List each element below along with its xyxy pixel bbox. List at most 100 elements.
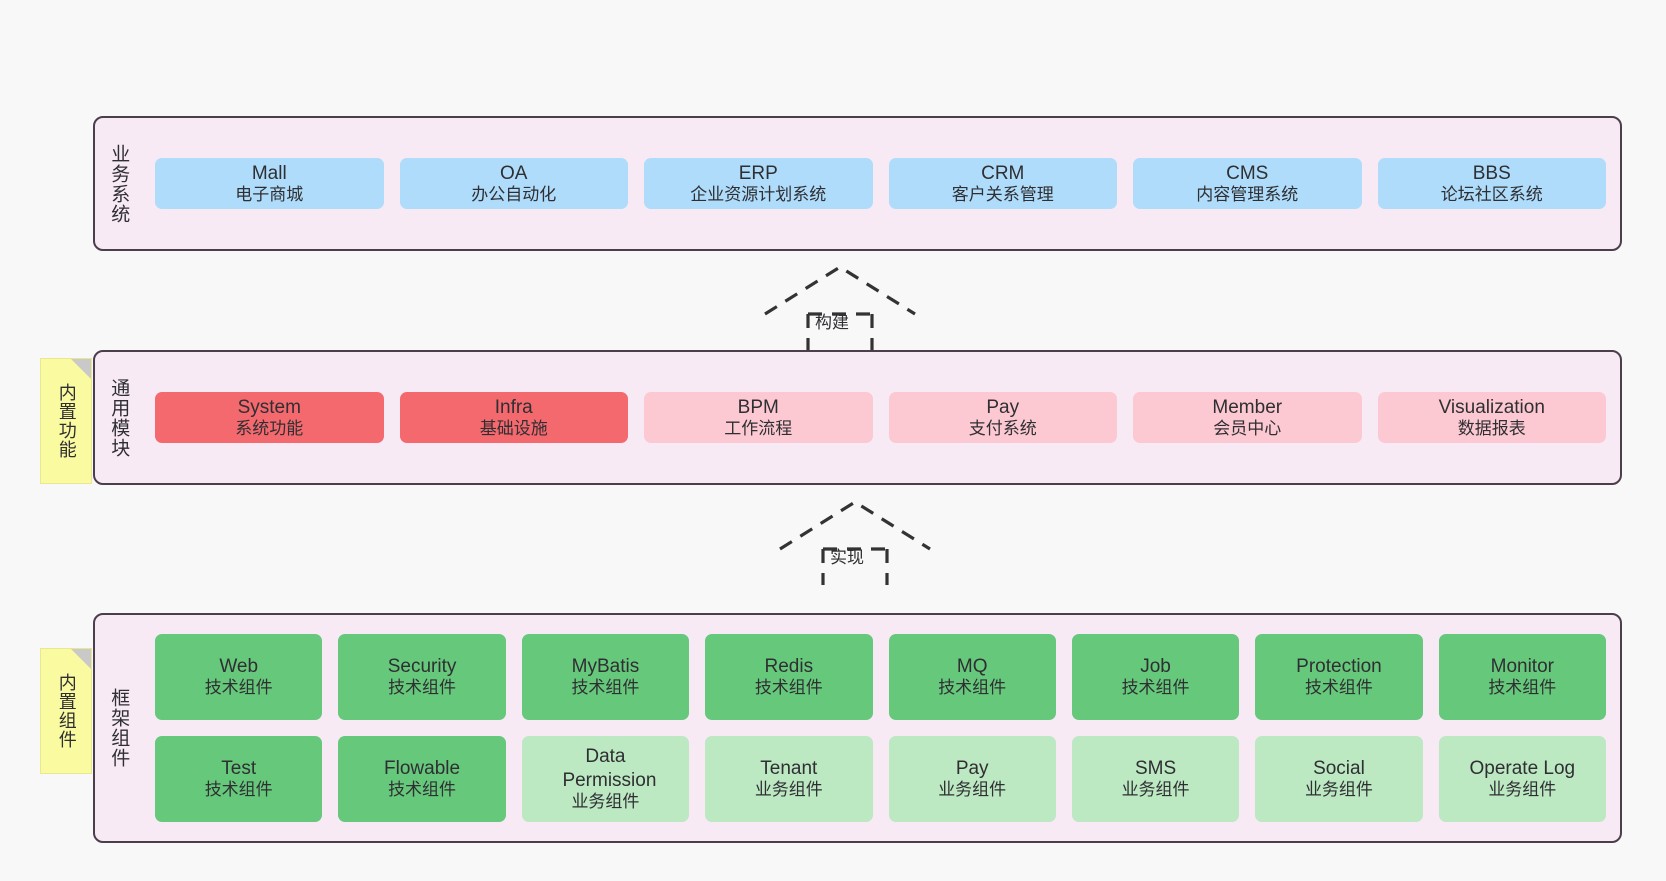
- node-subtitle: 技术组件: [388, 780, 457, 800]
- node-subtitle: 办公自动化: [471, 184, 557, 204]
- connector-build: 构建: [760, 262, 920, 350]
- folded-corner-icon: [71, 649, 91, 669]
- node-title: Flowable: [384, 758, 461, 780]
- node-title: Web: [219, 656, 259, 678]
- node-sms[interactable]: SMS 业务组件: [1071, 736, 1240, 822]
- folded-corner-icon: [71, 359, 91, 379]
- node-subtitle: 业务组件: [938, 780, 1007, 800]
- node-subtitle: 业务组件: [1488, 780, 1557, 800]
- node-row: System 系统功能 Infra 基础设施 BPM 工作流程 Pay 支付系统…: [155, 391, 1606, 444]
- node-title: Pay: [955, 758, 989, 780]
- node-subtitle: 技术组件: [204, 780, 273, 800]
- layer-body-common-modules: System 系统功能 Infra 基础设施 BPM 工作流程 Pay 支付系统…: [141, 352, 1620, 483]
- node-infra[interactable]: Infra 基础设施: [399, 391, 628, 444]
- node-title: Monitor: [1490, 656, 1554, 678]
- node-title: MyBatis: [571, 656, 640, 678]
- node-title: Mall: [251, 162, 287, 184]
- node-mq[interactable]: MQ 技术组件: [888, 634, 1056, 720]
- node-redis[interactable]: Redis 技术组件: [705, 634, 873, 720]
- sticky-note-builtin-features: 内置功能: [40, 358, 92, 484]
- node-cms[interactable]: CMS 内容管理系统: [1133, 157, 1362, 210]
- node-pay[interactable]: Pay 支付系统: [888, 391, 1117, 444]
- connector-implement-label: 实现: [830, 548, 864, 567]
- node-subtitle: 客户关系管理: [951, 184, 1054, 204]
- node-pay-component[interactable]: Pay 业务组件: [888, 736, 1056, 822]
- node-title: Redis: [764, 656, 814, 678]
- node-title: ERP: [738, 162, 778, 184]
- node-subtitle: 会员中心: [1213, 418, 1282, 438]
- layer-framework-components: 框架组件 Web 技术组件 Security 技术组件 MyBatis 技术组件…: [93, 613, 1622, 843]
- node-operate-log[interactable]: Operate Log 业务组件: [1438, 736, 1606, 822]
- node-crm[interactable]: CRM 客户关系管理: [888, 157, 1117, 210]
- node-row: Test 技术组件 Flowable 技术组件 Data Permission …: [155, 736, 1606, 822]
- node-mybatis[interactable]: MyBatis 技术组件: [521, 634, 690, 720]
- node-subtitle: 论坛社区系统: [1440, 184, 1543, 204]
- node-monitor[interactable]: Monitor 技术组件: [1438, 634, 1606, 720]
- node-subtitle: 系统功能: [235, 418, 304, 438]
- sticky-note-builtin-components: 内置组件: [40, 648, 92, 774]
- node-title: Job: [1140, 656, 1171, 678]
- node-oa[interactable]: OA 办公自动化: [399, 157, 628, 210]
- layer-body-framework-components: Web 技术组件 Security 技术组件 MyBatis 技术组件 Redi…: [141, 615, 1620, 841]
- implement-arrowhead: [779, 500, 931, 551]
- node-title: Test: [221, 758, 257, 780]
- node-data-permission[interactable]: Data Permission 业务组件: [521, 736, 690, 822]
- node-subtitle: 业务组件: [1121, 780, 1190, 800]
- sticky-note-label: 内置功能: [56, 383, 77, 459]
- node-subtitle: 内容管理系统: [1196, 184, 1299, 204]
- node-social[interactable]: Social 业务组件: [1255, 736, 1423, 822]
- node-subtitle: 业务组件: [1304, 780, 1373, 800]
- node-title: Pay: [986, 396, 1020, 418]
- layer-title-framework-components: 框架组件: [108, 688, 130, 768]
- node-security[interactable]: Security 技术组件: [338, 634, 506, 720]
- layer-common-modules: 通用模块 System 系统功能 Infra 基础设施 BPM 工作流程 Pay…: [93, 350, 1622, 485]
- node-subtitle: 数据报表: [1457, 418, 1526, 438]
- node-title: Security: [387, 656, 457, 678]
- layer-body-business-systems: Mall 电子商城 OA 办公自动化 ERP 企业资源计划系统 CRM 客户关系…: [141, 118, 1620, 249]
- node-job[interactable]: Job 技术组件: [1071, 634, 1240, 720]
- node-title: SMS: [1134, 758, 1177, 780]
- node-title: CRM: [981, 162, 1025, 184]
- layer-title-business-systems: 业务系统: [108, 143, 130, 224]
- node-visualization[interactable]: Visualization 数据报表: [1377, 391, 1606, 444]
- node-tenant[interactable]: Tenant 业务组件: [705, 736, 873, 822]
- node-row: Web 技术组件 Security 技术组件 MyBatis 技术组件 Redi…: [155, 634, 1606, 720]
- node-subtitle: 技术组件: [1121, 678, 1190, 698]
- node-title: Tenant: [760, 758, 818, 780]
- node-web[interactable]: Web 技术组件: [155, 634, 323, 720]
- node-bbs[interactable]: BBS 论坛社区系统: [1377, 157, 1606, 210]
- node-subtitle: 技术组件: [571, 678, 640, 698]
- node-subtitle: 支付系统: [968, 418, 1037, 438]
- node-subtitle: 电子商城: [235, 184, 304, 204]
- node-flowable[interactable]: Flowable 技术组件: [338, 736, 506, 822]
- node-title: Social: [1313, 758, 1365, 780]
- node-subtitle: 工作流程: [724, 418, 793, 438]
- node-title: System: [237, 396, 301, 418]
- node-test[interactable]: Test 技术组件: [155, 736, 323, 822]
- node-subtitle: 企业资源计划系统: [690, 184, 827, 204]
- node-subtitle: 技术组件: [204, 678, 273, 698]
- node-system[interactable]: System 系统功能: [155, 391, 384, 444]
- node-subtitle: 技术组件: [388, 678, 457, 698]
- node-subtitle: 业务组件: [754, 780, 823, 800]
- node-subtitle: 业务组件: [571, 791, 640, 811]
- node-subtitle: 技术组件: [1304, 678, 1373, 698]
- connector-build-label: 构建: [815, 313, 849, 332]
- node-title: BBS: [1472, 162, 1511, 184]
- node-title: Operate Log: [1469, 758, 1576, 780]
- node-title: Member: [1212, 396, 1283, 418]
- node-erp[interactable]: ERP 企业资源计划系统: [644, 157, 873, 210]
- node-row: Mall 电子商城 OA 办公自动化 ERP 企业资源计划系统 CRM 客户关系…: [155, 157, 1606, 210]
- node-title: BPM: [737, 396, 779, 418]
- sticky-note-label: 内置组件: [56, 673, 77, 749]
- node-protection[interactable]: Protection 技术组件: [1255, 634, 1423, 720]
- node-member[interactable]: Member 会员中心: [1133, 391, 1362, 444]
- node-title: OA: [500, 162, 528, 184]
- node-subtitle: 技术组件: [938, 678, 1007, 698]
- node-mall[interactable]: Mall 电子商城: [155, 157, 384, 210]
- build-arrowhead: [764, 265, 916, 316]
- node-title: MQ: [956, 656, 988, 678]
- node-bpm[interactable]: BPM 工作流程: [644, 391, 873, 444]
- node-title: CMS: [1226, 162, 1269, 184]
